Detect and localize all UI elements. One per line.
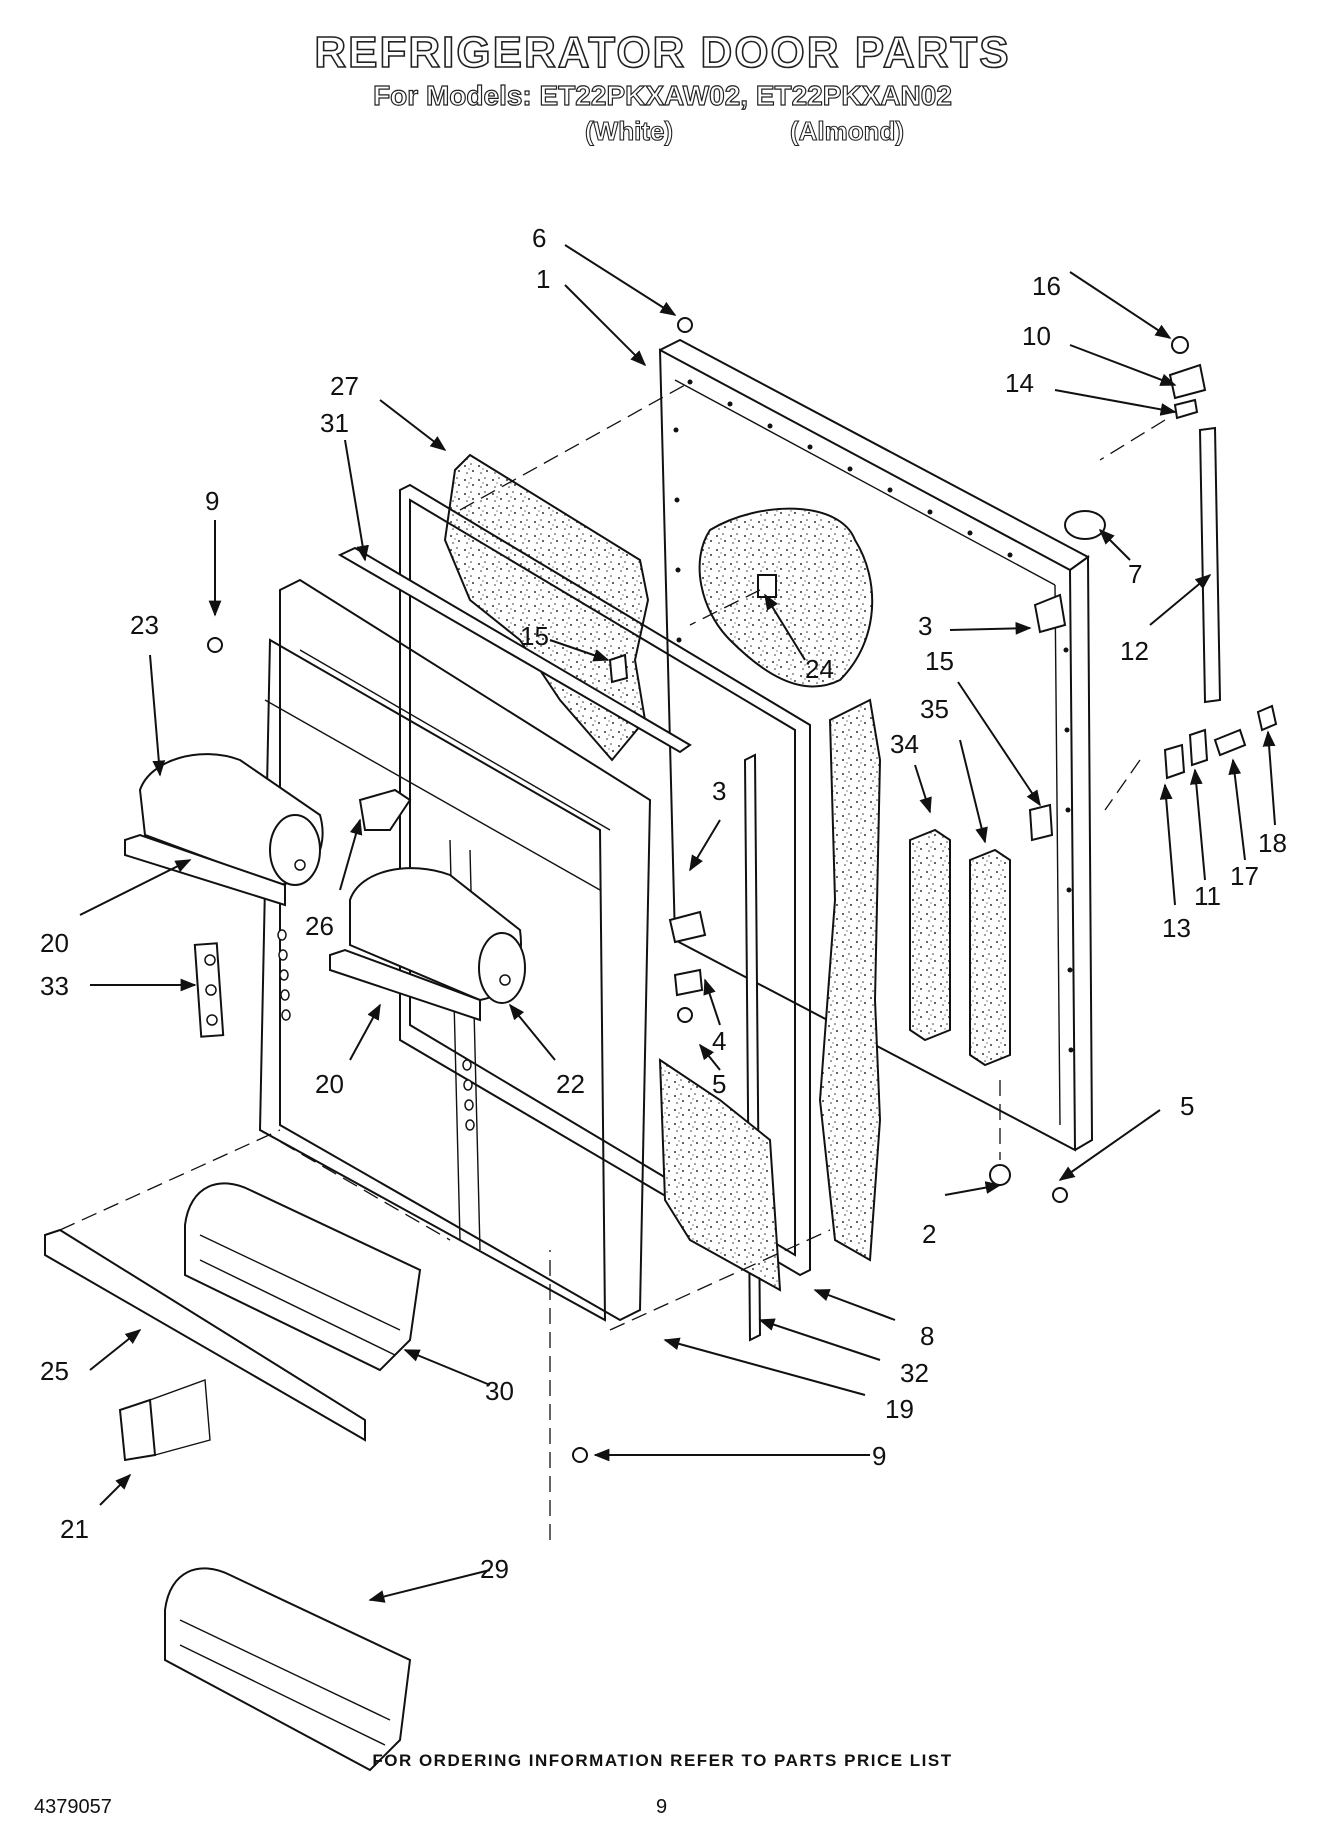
callout-35: 35 [920,694,949,724]
callout-9-bottom: 9 [872,1441,886,1471]
callout-29: 29 [480,1554,509,1584]
insulation-patch-24 [698,507,874,688]
bracket-33 [193,942,225,1038]
retainer-24-clip [757,574,777,598]
page-number: 9 [656,1796,668,1818]
callout-4: 4 [712,1026,726,1056]
callout-25: 25 [40,1356,69,1386]
ordering-info-note: FOR ORDERING INFORMATION REFER TO PARTS … [372,1751,953,1770]
breaker-strip-31 [337,546,692,754]
callout-leaders [79,244,1276,1603]
variant-white-label: (White) [584,115,674,146]
shelf-support-26 [358,788,412,831]
door-shelf-30 [184,1182,422,1372]
door-shelf-29 [164,1567,412,1772]
callout-3-right: 3 [918,611,932,641]
dairy-bin-23 [124,753,324,907]
assembly-guides [59,384,1166,1540]
callout-13: 13 [1162,913,1191,943]
callout-14: 14 [1005,368,1034,398]
callout-32: 32 [900,1358,929,1388]
callout-19: 19 [885,1394,914,1424]
models-line: For Models: ET22PKXAW02, ET22PKXAN02 [372,79,952,111]
callout-34: 34 [890,729,919,759]
callout-11: 11 [1194,881,1221,911]
callout-24: 24 [805,654,834,684]
callout-21: 21 [60,1514,89,1544]
screws [207,317,1068,1463]
callout-27: 27 [330,371,359,401]
callout-5-right: 5 [1180,1091,1194,1121]
page-title: REFRIGERATOR DOOR PARTS [314,27,1011,78]
callout-2: 2 [922,1219,936,1249]
callout-26: 26 [305,911,334,941]
callout-8: 8 [920,1321,934,1351]
callout-30: 30 [485,1376,514,1406]
trim-strip-25 [44,1228,366,1442]
foam-block-34 [909,828,951,1042]
callout-5-mid: 5 [712,1069,726,1099]
foam-block-35 [969,848,1011,1067]
callout-31: 31 [320,408,349,438]
callout-labels: 6 1 16 10 14 27 31 9 23 15 24 7 3 15 12 … [40,223,1287,1584]
callout-9-top: 9 [205,486,219,516]
callout-7: 7 [1128,559,1142,589]
document-number: 4379057 [34,1796,112,1818]
callout-18: 18 [1258,828,1287,858]
side-foam-8 [818,698,882,1262]
callout-15-right: 15 [925,646,954,676]
callout-1: 1 [536,264,550,294]
dairy-bin-22 [329,867,526,1022]
callout-22: 22 [556,1069,585,1099]
callout-16: 16 [1032,271,1061,301]
callout-12: 12 [1120,636,1149,666]
variant-almond-label: (Almond) [789,115,905,146]
shelf-end-cap-21 [118,1398,157,1462]
callout-6: 6 [532,223,546,253]
callout-33: 33 [40,971,69,1001]
side-foam-19 [658,1058,782,1292]
callout-20-mid: 20 [315,1069,344,1099]
callout-3-mid: 3 [712,776,726,806]
callout-10: 10 [1022,321,1051,351]
callout-23: 23 [130,610,159,640]
hinge-hardware [1028,336,1278,842]
callout-17: 17 [1230,861,1259,891]
callout-15-left: 15 [520,621,549,651]
door-insulation-27 [443,453,650,762]
callout-20-left: 20 [40,928,69,958]
inner-door-liner [258,578,652,1322]
